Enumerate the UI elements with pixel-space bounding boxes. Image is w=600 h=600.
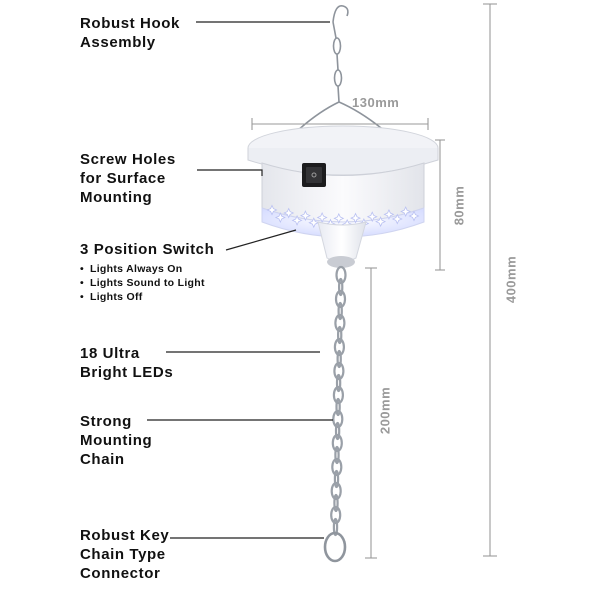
callout-line: Chain <box>80 451 125 468</box>
cone <box>317 221 367 268</box>
chain-link <box>333 493 339 513</box>
switch-mode-off: Lights Off <box>80 290 214 304</box>
chain-link <box>330 481 342 501</box>
led-icon <box>366 211 378 223</box>
callout-line: Screw Holes <box>80 151 176 168</box>
callout-line: Bright LEDs <box>80 364 174 381</box>
led-icon <box>299 210 311 222</box>
switch-mode-sound-to-light: Lights Sound to Light <box>80 276 214 290</box>
led-icon <box>291 214 303 226</box>
callout-line: Assembly <box>80 34 156 51</box>
led-icon <box>350 212 362 224</box>
callout-hook-assembly: Robust Hook Assembly <box>80 14 180 52</box>
chain-link <box>334 421 341 441</box>
callout-line: Robust Key <box>80 527 170 544</box>
callout-line: 3 Position Switch <box>80 241 215 258</box>
dimension-chain-length-label: 200mm <box>377 386 393 435</box>
chain-link <box>333 469 340 489</box>
dimension-total-height-label: 400mm <box>503 255 519 304</box>
switch <box>302 163 326 187</box>
chain-link <box>334 445 340 465</box>
dimension-width-label: 130mm <box>352 95 400 110</box>
callout-connector: Robust Key Chain Type Connector <box>80 526 169 583</box>
led-icon <box>333 212 345 224</box>
chain-link <box>332 517 339 537</box>
callout-line: 18 Ultra <box>80 345 140 362</box>
led-icon <box>274 212 286 224</box>
led-icon <box>266 204 278 216</box>
callout-line: Strong <box>80 413 132 430</box>
hook-assembly <box>295 5 387 133</box>
dimension-lines <box>251 3 497 559</box>
callout-leds: 18 Ultra Bright LEDs <box>80 344 173 382</box>
chain-link <box>336 349 342 369</box>
chain-link <box>333 337 345 357</box>
chain-link <box>330 505 342 525</box>
callout-line: Robust Hook <box>80 15 180 32</box>
callout-line: for Surface <box>80 170 166 187</box>
chain-link <box>335 373 342 393</box>
housing <box>247 125 439 238</box>
chain-link <box>338 277 344 297</box>
chain-link <box>337 325 343 345</box>
callout-switch: 3 Position Switch Lights Always On Light… <box>80 240 214 304</box>
switch-mode-always-on: Lights Always On <box>80 262 214 276</box>
key-ring <box>323 531 347 563</box>
chain <box>330 265 347 537</box>
callout-line: Mounting <box>80 432 153 449</box>
dimension-body-height-label: 80mm <box>451 185 467 226</box>
chain-link <box>337 301 343 321</box>
led-icon <box>283 207 295 219</box>
switch-modes-list: Lights Always On Lights Sound to Light L… <box>80 262 214 304</box>
chain-link <box>335 397 341 417</box>
callout-line: Mounting <box>80 189 153 206</box>
chain-link <box>332 409 344 429</box>
callout-chain: Strong Mounting Chain <box>80 412 152 469</box>
led-icon <box>400 206 412 218</box>
callout-line: Connector <box>80 565 161 582</box>
led-icon <box>375 216 387 228</box>
led-icon <box>408 210 420 222</box>
led-ring <box>266 204 420 230</box>
chain-link <box>334 313 346 333</box>
callout-screw-holes: Screw Holes for Surface Mounting <box>80 150 176 207</box>
led-icon <box>383 208 395 220</box>
led-icon <box>391 213 403 225</box>
led-icon <box>316 212 328 223</box>
led-icon <box>308 217 320 229</box>
callout-line: Chain Type <box>80 546 166 563</box>
leader-lines <box>147 21 333 539</box>
